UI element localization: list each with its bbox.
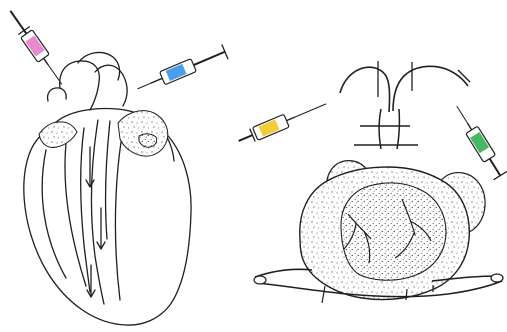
vessel-end-left [254,276,266,284]
left-vena [48,88,67,101]
syringe-2 [134,44,228,96]
left-heart [24,52,191,325]
syringe-4 [450,102,507,180]
left-pulmonary [95,65,127,106]
left-heart-inner-left [42,150,66,278]
aorta-arch-left [340,67,390,112]
left-heart-inner-mid [65,143,86,286]
right-heart [254,61,503,303]
vessel-end-right [491,274,503,282]
aorta-arch-right [393,66,468,111]
lower-vessel-left [255,269,312,277]
aorta-central [379,109,399,149]
syringe-3 [236,97,329,147]
aorta-cross [354,126,418,145]
left-heart-groove-2 [81,128,90,292]
left-aorta [60,61,100,110]
left-heart-fringe [39,111,168,156]
left-heart-groove-3 [106,121,110,239]
left-heart-groove [91,120,104,304]
vessel-stub-1 [322,286,325,303]
syringe-1 [5,7,68,89]
left-heart-inner-right [115,119,125,300]
ventricle-center [341,183,446,280]
